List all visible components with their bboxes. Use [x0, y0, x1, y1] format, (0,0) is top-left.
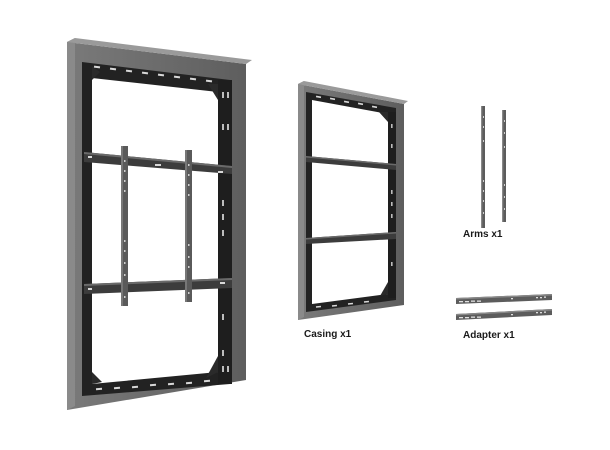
arms-label: Arms x1 [463, 229, 503, 240]
arms-parts [481, 106, 506, 228]
casing-frame [298, 81, 408, 320]
adapter-label: Adapter x1 [463, 330, 515, 341]
assembled-frame [67, 38, 252, 410]
adapter-parts [456, 294, 552, 320]
casing-label: Casing x1 [304, 329, 352, 340]
